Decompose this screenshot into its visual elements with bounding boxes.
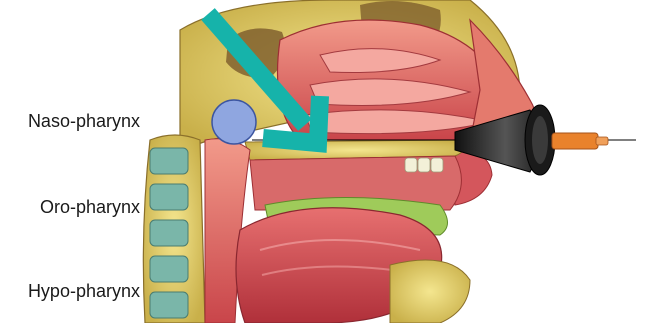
naso-pharynx-marker-circle-marker-icon — [212, 100, 256, 144]
mandible — [390, 260, 470, 323]
oro-pharynx-label: Oro-pharynx — [0, 197, 140, 218]
naso-pharynx-label: Naso-pharynx — [0, 111, 140, 132]
hypo-pharynx-label: Hypo-pharynx — [0, 281, 140, 302]
vertebrae — [150, 148, 188, 318]
catheter-tube — [552, 133, 608, 149]
upper-teeth — [405, 158, 443, 172]
